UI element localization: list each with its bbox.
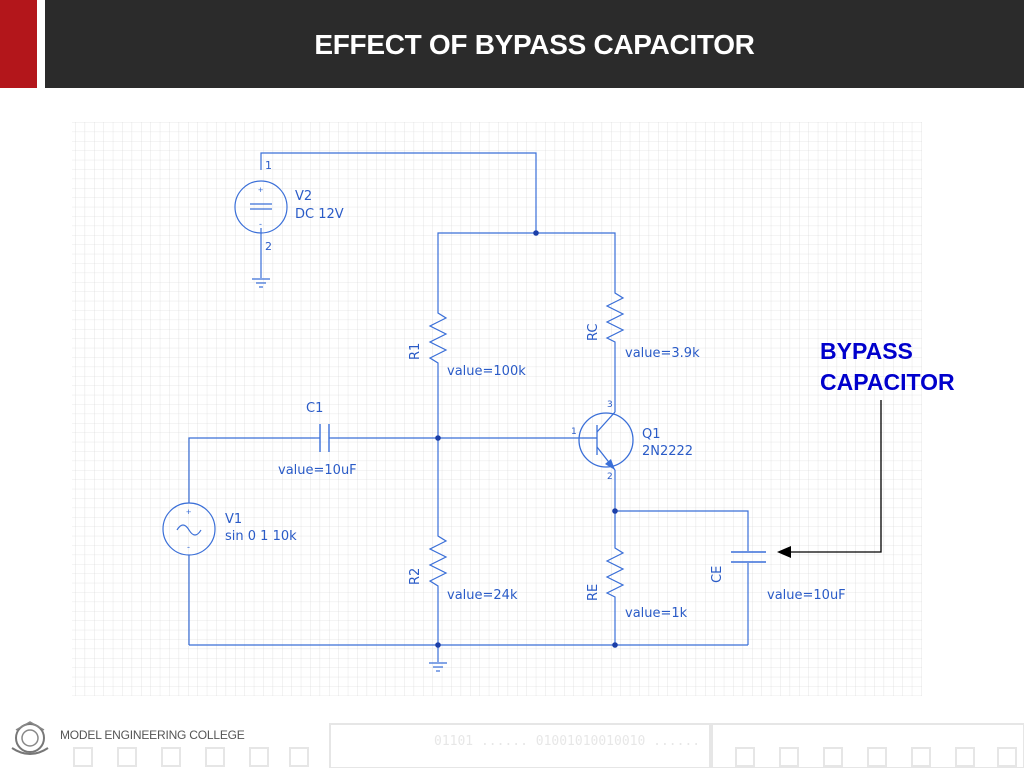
r2-name-label: R2 — [408, 568, 423, 585]
college-logo-icon — [11, 721, 49, 755]
v2-pin-2-label: 2 — [265, 240, 272, 253]
r1-name-label: R1 — [408, 343, 423, 360]
ce-name-label: CE — [710, 566, 725, 583]
rc-resistor-symbol — [605, 290, 625, 345]
footer-binary-watermark: 01101 ...... 01001010010010 ...... — [434, 734, 701, 749]
re-name-label: RE — [586, 584, 601, 601]
q1-emitter-pin-label: 2 — [607, 472, 613, 482]
q1-emitter-arrow — [605, 459, 615, 470]
v2-name-label: V2 — [295, 189, 312, 204]
footer-college-name: MODEL ENGINEERING COLLEGE — [60, 728, 245, 742]
v2-source-symbol — [234, 180, 288, 234]
c1-value-label: value=10uF — [278, 463, 357, 478]
header-bar — [45, 0, 1024, 88]
c1-name-label: C1 — [306, 401, 323, 416]
v1-minus-sign: - — [187, 542, 190, 552]
v1-source-symbol — [162, 502, 216, 556]
ground-symbol-v2 — [252, 278, 270, 288]
header-accent — [0, 0, 37, 88]
ce-value-label: value=10uF — [767, 588, 846, 603]
junction-dots — [435, 230, 618, 648]
q1-collector-pin-label: 3 — [607, 400, 613, 410]
r1-resistor-symbol — [428, 310, 448, 368]
r2-resistor-symbol — [428, 533, 448, 590]
v1-plus-sign: + — [186, 507, 191, 517]
re-resistor-symbol — [605, 545, 625, 600]
v2-value-label: DC 12V — [295, 207, 344, 222]
re-value-label: value=1k — [625, 606, 688, 621]
callout-arrow-line — [790, 400, 882, 553]
v1-value-label: sin 0 1 10k — [225, 529, 297, 544]
v2-minus-sign: - — [259, 219, 262, 229]
schematic-grid — [72, 122, 922, 696]
v2-plus-sign: + — [258, 185, 263, 195]
v1-name-label: V1 — [225, 512, 242, 527]
footer-decoration — [73, 723, 1024, 768]
q1-value-label: 2N2222 — [642, 444, 693, 459]
callout-line-1: BYPASS — [820, 338, 913, 364]
rc-name-label: RC — [586, 324, 601, 341]
r1-value-label: value=100k — [447, 364, 526, 379]
ground-symbol-main — [429, 662, 447, 672]
circuit-wires — [188, 152, 749, 662]
v2-pin-1-label: 1 — [265, 159, 272, 172]
q1-base-pin-label: 1 — [571, 427, 577, 437]
ce-capacitor-symbol — [731, 551, 766, 563]
rc-value-label: value=3.9k — [625, 346, 700, 361]
page-title: EFFECT OF BYPASS CAPACITOR — [314, 29, 755, 60]
r2-value-label: value=24k — [447, 588, 518, 603]
bypass-capacitor-callout: BYPASS CAPACITOR — [820, 336, 955, 398]
callout-line-2: CAPACITOR — [820, 369, 955, 395]
callout-arrow-head — [777, 546, 791, 558]
q1-name-label: Q1 — [642, 427, 661, 442]
